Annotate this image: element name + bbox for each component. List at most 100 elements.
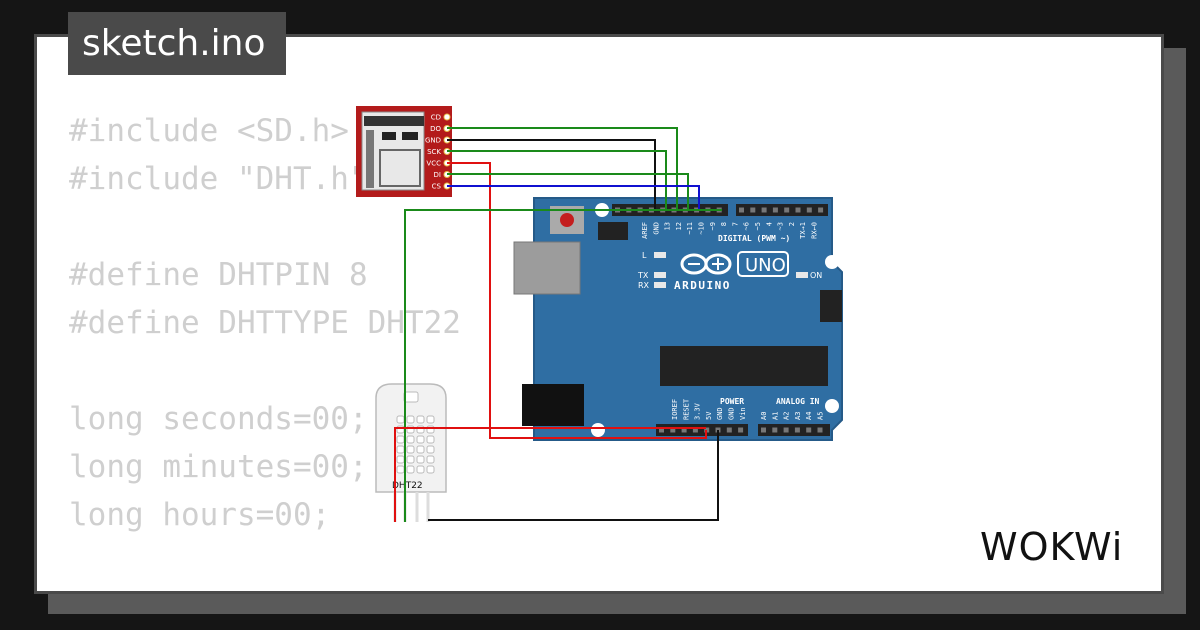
wokwi-logo-text: WOKWi xyxy=(980,525,1123,569)
pin-label: ~5 xyxy=(754,222,762,230)
header-pin[interactable] xyxy=(806,207,812,213)
wokwi-logo[interactable]: WOKWi xyxy=(978,524,1150,572)
header-pin[interactable] xyxy=(692,427,698,433)
pin-label: 8 xyxy=(720,222,728,226)
header-pin[interactable] xyxy=(818,207,824,213)
pin-label: A2 xyxy=(783,412,791,420)
pin-label: IOREF xyxy=(671,399,679,420)
code-background: #include <SD.h> #include "DHT.h" #define D… xyxy=(69,107,461,591)
sd-pin-label: CD xyxy=(431,114,441,122)
dht22-sensor[interactable]: DHT22 xyxy=(375,383,447,522)
dht22-vent xyxy=(406,435,415,444)
sd-pin-label: DO xyxy=(430,125,441,133)
dht22-label: DHT22 xyxy=(392,481,423,491)
pin-label: 2 xyxy=(788,222,796,226)
led-l: L xyxy=(642,251,666,260)
header-pin[interactable] xyxy=(795,207,801,213)
header-pin[interactable] xyxy=(738,427,744,433)
pin-label: AREF xyxy=(641,222,649,239)
code-line: #define DHTTYPE DHT22 xyxy=(69,305,461,341)
arduino-model-text: UNO xyxy=(745,255,786,276)
file-tab[interactable]: sketch.ino xyxy=(68,12,286,75)
led-tx: TX xyxy=(637,271,666,280)
sd-pin-label: GND xyxy=(425,137,441,145)
header-pin[interactable] xyxy=(761,207,767,213)
arduino-logo: ARDUINO UNO xyxy=(674,251,789,292)
pin-label: 3.3V xyxy=(694,402,702,420)
pin-label: GND xyxy=(716,407,724,420)
sd-pin-label: VCC xyxy=(426,160,441,168)
header-pin[interactable] xyxy=(784,207,790,213)
led-rx: RX xyxy=(638,281,666,290)
digital-header-low xyxy=(736,204,828,216)
header-pin[interactable] xyxy=(806,427,812,433)
dht22-vent xyxy=(416,415,425,424)
svg-text:L: L xyxy=(642,251,647,260)
code-line: long hours=00; xyxy=(69,497,331,533)
pin-label: 13 xyxy=(664,222,672,230)
icsp-header-right xyxy=(820,290,842,322)
power-label: POWER xyxy=(720,397,744,406)
wire-sd-cs xyxy=(447,185,700,210)
header-pin[interactable] xyxy=(772,207,778,213)
code-line: long minutes=00; xyxy=(69,449,368,485)
sd-pin[interactable] xyxy=(443,113,451,121)
microcontroller-chip xyxy=(660,346,828,386)
usb-port xyxy=(513,241,581,295)
dht22-vent xyxy=(426,465,435,474)
header-pin[interactable] xyxy=(772,427,778,433)
analog-header xyxy=(758,424,830,436)
code-line: #include "DHT.h" xyxy=(69,161,368,197)
wire-sd-do xyxy=(447,127,678,210)
dht22-vent xyxy=(416,435,425,444)
power-jack xyxy=(522,384,584,426)
file-tab-label: sketch.ino xyxy=(82,23,266,64)
header-pin[interactable] xyxy=(726,427,732,433)
header-pin[interactable] xyxy=(794,427,800,433)
sd-pin-label: DI xyxy=(434,171,441,179)
pin-label: A3 xyxy=(794,412,802,420)
svg-text:RX: RX xyxy=(638,281,650,290)
header-pin[interactable] xyxy=(739,207,744,213)
dht22-vent xyxy=(426,415,435,424)
analog-label: ANALOG IN xyxy=(776,397,820,406)
code-line: #include <SD.h> xyxy=(69,113,349,149)
dht22-vent xyxy=(426,455,435,464)
code-line: long seconds=00; xyxy=(69,401,368,437)
pin-label: GND xyxy=(652,222,660,235)
digital-label: DIGITAL (PWM ~) xyxy=(718,234,790,243)
header-pin[interactable] xyxy=(761,427,766,433)
header-pin[interactable] xyxy=(750,207,756,213)
dht22-vent xyxy=(416,455,425,464)
header-pin[interactable] xyxy=(681,427,687,433)
pin-label: RX←0 xyxy=(811,222,819,239)
pin-label: 4 xyxy=(765,222,773,226)
code-line: #define DHTPIN 8 xyxy=(69,257,368,293)
sd-slot-top xyxy=(364,116,424,126)
header-pin[interactable] xyxy=(670,427,676,433)
pin-label: ~11 xyxy=(686,222,694,235)
pin-label: RESET xyxy=(682,398,690,420)
sd-pin-label: SCK xyxy=(427,148,441,156)
header-pin[interactable] xyxy=(783,427,789,433)
led-on: ON xyxy=(796,271,822,280)
pin-label: TX→1 xyxy=(799,222,807,239)
wires xyxy=(394,127,722,522)
wire-sd-di xyxy=(447,173,689,210)
pin-label: A5 xyxy=(817,412,825,420)
dht22-vent xyxy=(426,435,435,444)
arduino-brand-text: ARDUINO xyxy=(674,279,731,292)
pin-label: 5V xyxy=(705,411,713,420)
pin-label: GND xyxy=(728,407,736,420)
pin-label: A4 xyxy=(805,412,813,420)
pin-label: 7 xyxy=(731,222,739,226)
header-pin[interactable] xyxy=(817,427,823,433)
pin-label: A1 xyxy=(771,412,779,420)
header-pin[interactable] xyxy=(659,427,664,433)
dht22-vent xyxy=(406,455,415,464)
svg-text:ON: ON xyxy=(810,271,822,280)
power-header xyxy=(656,424,748,436)
